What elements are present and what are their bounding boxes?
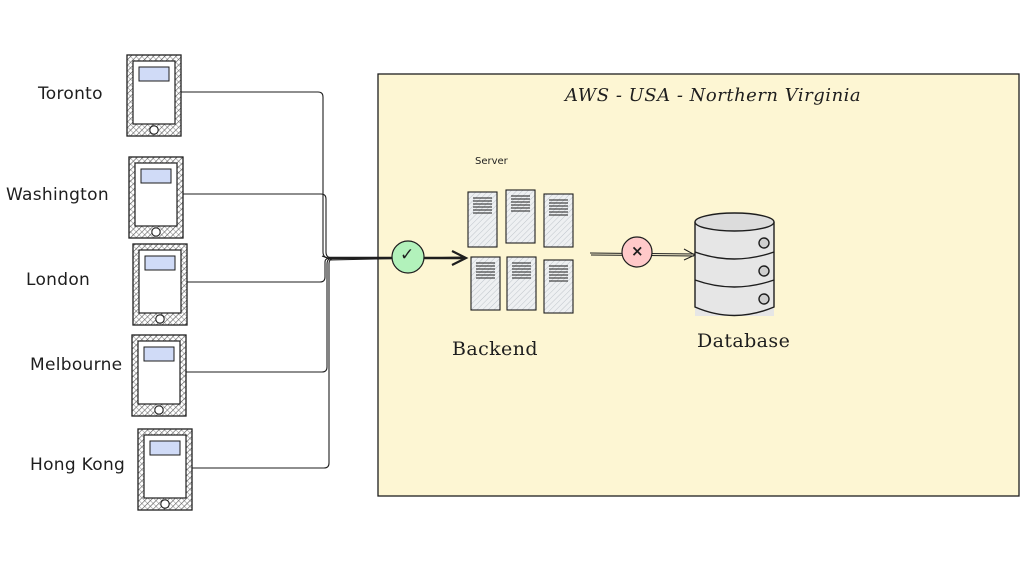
server-rack-icon: [506, 256, 537, 311]
client-label-london: London: [26, 270, 91, 290]
server-rack-icon: [470, 256, 501, 311]
server-rack-icon: [505, 189, 536, 244]
failure-x-symbol: ×: [631, 242, 644, 260]
phone-icon: [126, 54, 182, 137]
server-rack-icon: [543, 193, 574, 248]
connection-washington: [182, 193, 333, 259]
server-rack-icon: [543, 259, 574, 314]
client-connections: [181, 91, 336, 469]
database-label: Database: [697, 330, 791, 352]
client-label-toronto: Toronto: [38, 84, 103, 104]
phone-icon: [128, 156, 184, 239]
phone-icon: [131, 334, 187, 417]
failure-x-icon: [621, 236, 653, 268]
connection-hongkong: [190, 257, 336, 469]
success-check-symbol: ✓: [400, 245, 415, 265]
backend-servers: [467, 189, 574, 314]
client-label-washington: Washington: [6, 185, 109, 205]
region-title: AWS - USA - Northern Virginia: [565, 85, 862, 106]
client-phones: [126, 54, 193, 511]
client-label-melbourne: Melbourne: [30, 355, 123, 375]
phone-icon: [137, 428, 193, 511]
server-rack-icon: [467, 191, 498, 248]
success-check-icon: [391, 240, 425, 274]
backend-label: Backend: [452, 338, 538, 360]
connection-toronto: [181, 91, 330, 259]
phone-icon: [132, 243, 188, 326]
database-icon: [694, 212, 775, 317]
connection-melbourne: [185, 257, 334, 373]
connection-london: [186, 257, 332, 283]
server-caption: Server: [475, 156, 508, 167]
client-label-hongkong: Hong Kong: [30, 455, 126, 475]
